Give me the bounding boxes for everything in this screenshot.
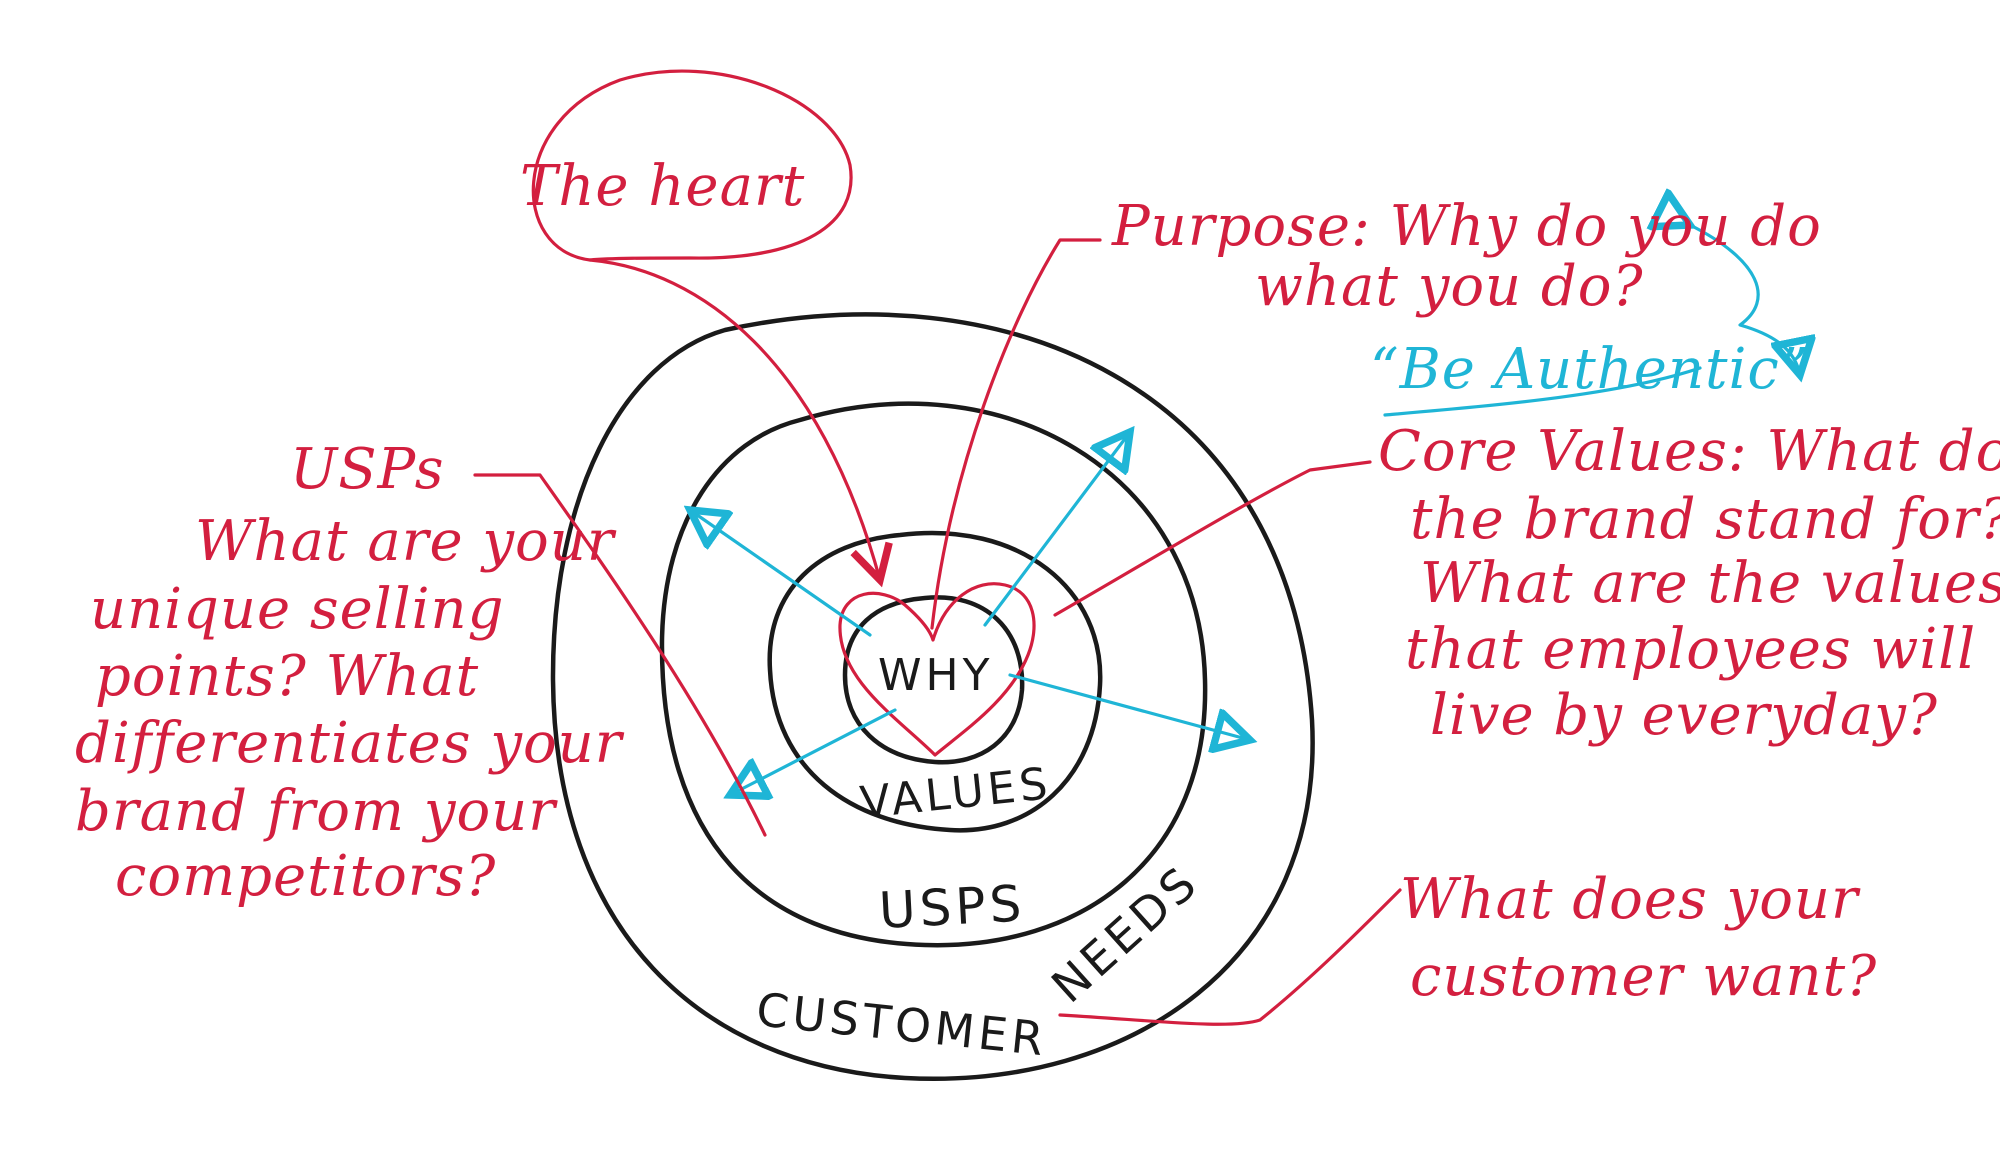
arrow-up-right	[983, 432, 1130, 627]
note-customer-line-2: customer want?	[1410, 944, 1877, 1009]
note-heart: The heart	[520, 154, 805, 219]
note-usps-line-4: points? What	[95, 644, 479, 709]
label-customer: CUSTOMER	[754, 982, 1050, 1066]
label-values: VALUES	[858, 758, 1054, 829]
note-authentic: “Be Authentic”	[1370, 337, 1809, 402]
ring-labels: WHY VALUES USPS CUSTOMER NEEDS	[754, 650, 1209, 1066]
label-usps: USPS	[878, 874, 1027, 940]
outer-ring-customer-needs	[550, 312, 1315, 1082]
label-why: WHY	[878, 650, 993, 701]
note-purpose-line-2: what you do?	[1255, 254, 1644, 319]
heart-note-arrow	[588, 258, 880, 580]
ring-why	[842, 595, 1025, 765]
note-core-values-line-1: Core Values: What does	[1378, 419, 2000, 484]
concentric-rings	[550, 312, 1315, 1082]
note-usps-line-1: USPs	[290, 437, 444, 502]
ring-values	[767, 530, 1103, 833]
arrow-down-left	[730, 708, 897, 795]
purpose-connector	[930, 238, 1102, 630]
note-core-values-line-5: live by everyday?	[1430, 683, 1938, 748]
arrow-up-left	[690, 510, 872, 637]
heart-note-loop	[531, 69, 853, 262]
authentic-double-arrow	[1690, 225, 1800, 375]
note-purpose-line-1: Purpose: Why do you do	[1111, 194, 1822, 259]
note-core-values-line-2: the brand stand for?	[1410, 487, 2000, 552]
note-usps-line-3: unique selling	[90, 577, 504, 642]
red-connectors	[473, 69, 1402, 1026]
ring-usps	[659, 401, 1208, 948]
authentic-underline	[1383, 366, 1702, 417]
note-core-values-line-4: that employees will	[1405, 617, 1976, 682]
heart-icon	[838, 582, 1036, 757]
note-usps-line-7: competitors?	[115, 844, 496, 909]
note-customer-line-1: What does your	[1400, 867, 1861, 932]
radiating-arrows	[690, 432, 1250, 795]
arrow-right	[1008, 673, 1250, 740]
note-usps-line-2: What are your	[195, 509, 617, 574]
customer-connector	[1058, 888, 1402, 1026]
note-usps-line-5: differentiates your	[75, 711, 625, 776]
usps-connector	[473, 473, 767, 837]
core-values-connector	[1053, 460, 1372, 617]
label-needs: NEEDS	[1041, 854, 1209, 1013]
note-usps-line-6: brand from your	[75, 779, 558, 844]
note-core-values-line-3: What are the values	[1420, 551, 2000, 616]
notes: The heart Purpose: Why do you do what yo…	[75, 154, 2000, 1009]
